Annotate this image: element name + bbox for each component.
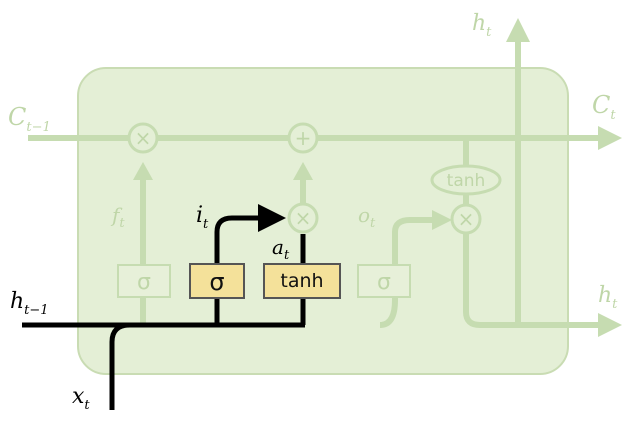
candidate-gate-label: tanh [280, 270, 323, 292]
candidate-gate-box [263, 263, 341, 299]
forget-gate-label: σ [137, 270, 151, 295]
h-top-label: ht [472, 11, 492, 40]
cell-add-circle [287, 122, 319, 154]
lstm-cell-background [77, 67, 569, 375]
cell-state-arrowhead [598, 126, 622, 150]
x-in-label: xt [72, 384, 90, 413]
faded-ops [127, 122, 502, 235]
input-gate-arrowhead [258, 204, 286, 232]
i-gate-label: it [196, 203, 209, 232]
output-gate-box [357, 264, 411, 298]
forget-multiply-circle [127, 122, 159, 154]
h-right-arrowhead [598, 313, 622, 337]
x-input-line [109, 322, 131, 410]
faded-arrowheads [133, 18, 622, 337]
input-gate-box [189, 263, 245, 299]
output-tanh-op: tanh [447, 171, 486, 191]
c-prev-label: Ct−1 [8, 103, 51, 135]
output-tanh-ellipse [430, 164, 502, 196]
c-out-label: Ct [592, 91, 616, 123]
output-multiply-op: × [458, 207, 475, 231]
cell-add-op: + [295, 126, 312, 150]
input-multiply-op: × [295, 206, 312, 230]
output-gate-line [379, 217, 440, 328]
h-top-arrowhead [506, 18, 530, 42]
input-gate-path [214, 215, 262, 264]
input-multiply-circle [287, 202, 319, 234]
active-connections [22, 215, 306, 410]
add-arrowhead [293, 162, 313, 180]
o-gate-label: ot [358, 203, 376, 231]
h-prev-label: ht−1 [10, 289, 49, 318]
input-gate-label: σ [209, 268, 224, 296]
forget-arrowhead [133, 162, 153, 180]
forget-multiply-op: × [135, 126, 152, 150]
output-gate-label: σ [377, 270, 391, 295]
output-arrowhead [432, 210, 452, 230]
h-right-label: ht [598, 283, 618, 312]
h-output-line [463, 232, 600, 328]
output-multiply-circle [450, 203, 482, 235]
a-gate-label: at [272, 235, 290, 263]
forget-gate-box [117, 264, 171, 298]
